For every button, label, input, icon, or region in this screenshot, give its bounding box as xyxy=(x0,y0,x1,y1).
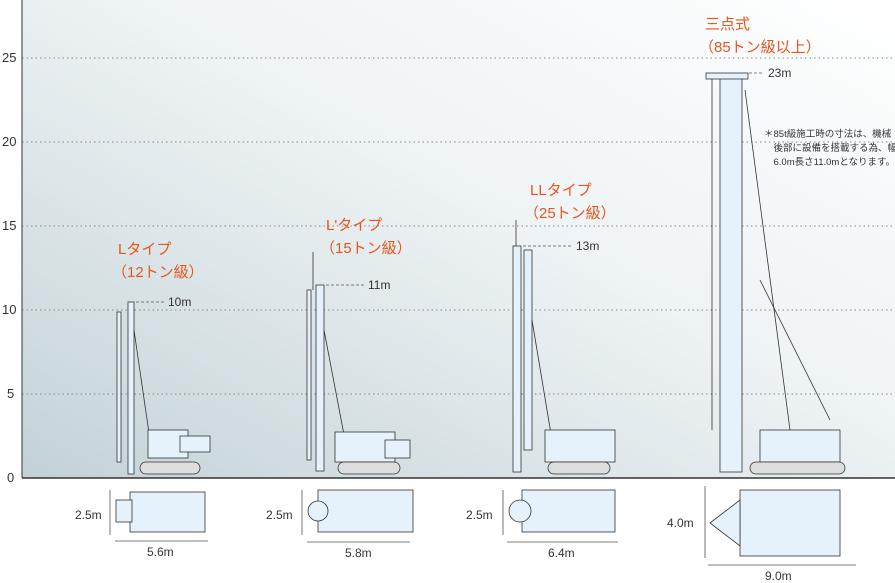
machine-lp-width: 2.5m xyxy=(266,508,293,522)
machine-l-name: Lタイプ xyxy=(118,241,172,258)
chart-background xyxy=(22,0,895,478)
plan-views xyxy=(115,489,841,557)
machine-ll-height: 13m xyxy=(576,239,600,253)
machine-lp-height: 11m xyxy=(368,278,391,292)
machine-tp-side-view xyxy=(705,72,846,475)
height-leaders xyxy=(136,72,764,303)
machine-ll-side-view xyxy=(512,220,616,475)
machine-tp-height: 23m xyxy=(768,66,792,80)
machine-lp-side-view xyxy=(306,252,411,475)
y-tick-label: 15 xyxy=(2,218,17,233)
plan-dimension-lines xyxy=(109,486,856,566)
machine-l-class: （12トン級） xyxy=(112,264,204,281)
machine-tp-name: 三点式 xyxy=(705,16,751,33)
machine-l-width: 2.5m xyxy=(75,508,102,522)
machine-ll-width: 2.5m xyxy=(466,508,493,522)
footnote: ＊85t級施工時の寸法は、機械 後部に設備を搭載する為、幅 6.0m長さ11.0… xyxy=(764,129,895,168)
machine-tp-class: （85トン級以上） xyxy=(699,39,821,56)
machine-ll-class: （25トン級） xyxy=(524,205,616,222)
machine-tp-length: 9.0m xyxy=(765,569,792,583)
machine-lp-name: L'タイプ xyxy=(326,217,383,234)
machine-l-length: 5.6m xyxy=(147,545,174,559)
machine-lp-class: （15トン級） xyxy=(320,240,412,257)
y-tick-label: 25 xyxy=(2,50,17,65)
gridlines xyxy=(22,57,895,395)
machine-tp-width: 4.0m xyxy=(667,516,694,530)
machine-ll-length: 6.4m xyxy=(548,546,575,560)
y-tick-label: 0 xyxy=(7,470,15,485)
machine-ll-name: LLタイプ xyxy=(530,182,592,199)
y-tick-label: 20 xyxy=(2,134,17,149)
y-tick-label: 10 xyxy=(2,302,17,317)
machine-lp-length: 5.8m xyxy=(345,546,372,560)
machine-l-side-view xyxy=(116,301,211,475)
machine-l-height: 10m xyxy=(168,295,192,309)
y-tick-label: 5 xyxy=(7,386,15,401)
